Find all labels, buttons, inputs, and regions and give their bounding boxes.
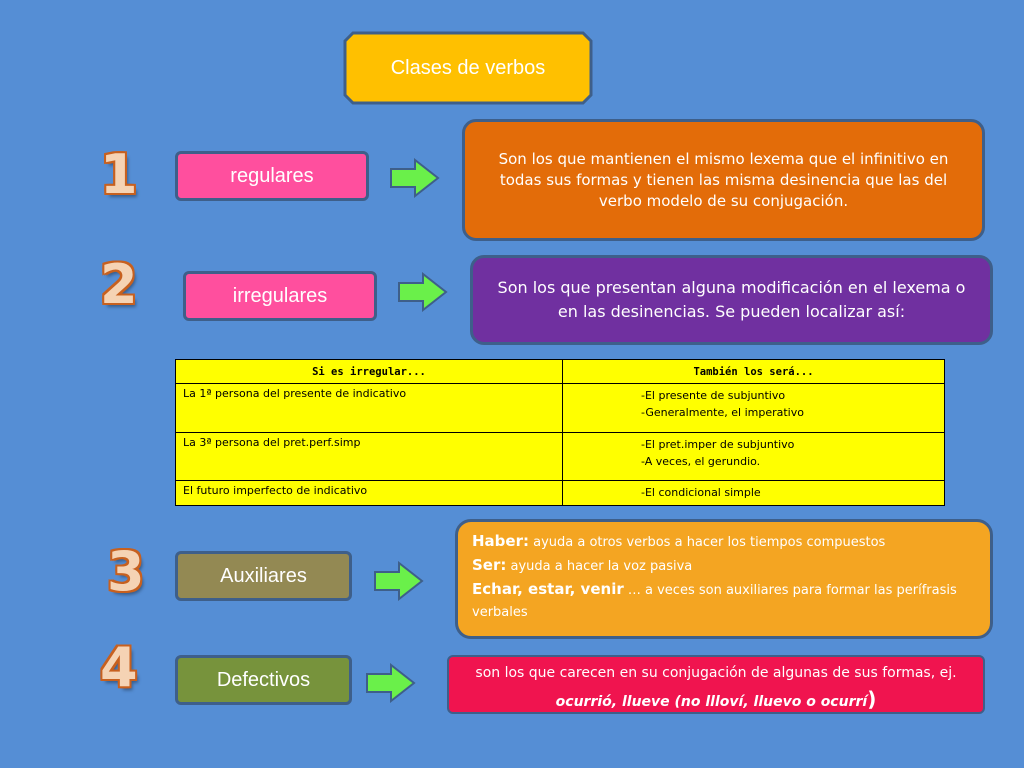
aux-key: Echar, estar, venir: [472, 580, 624, 598]
arrow-right-icon: [398, 272, 448, 312]
table-row: La 1ª persona del presente de indicativo…: [175, 383, 945, 433]
description-irregulares: Son los que presentan alguna modificació…: [470, 255, 993, 345]
aux-key: Ser:: [472, 556, 507, 574]
table-header-row: Si es irregular... También los será...: [175, 359, 945, 384]
aux-text: … a veces son auxiliares para formar las…: [472, 583, 957, 620]
description-text: Son los que presentan alguna modificació…: [497, 278, 966, 321]
description-emphasis: ocurrió, llueve (no llloví, lluevo o ocu…: [555, 694, 868, 710]
table-cell: La 1ª persona del presente de indicativo: [175, 383, 563, 433]
aux-item: Echar, estar, venir … a veces son auxili…: [472, 578, 976, 624]
cell-line: -Generalmente, el imperativo: [641, 406, 804, 419]
table-row: La 3ª persona del pret.perf.simp -El pre…: [175, 432, 945, 481]
cell-line: -A veces, el gerundio.: [641, 455, 761, 468]
category-label: Defectivos: [216, 668, 311, 691]
table-header: También los será...: [562, 359, 945, 384]
cell-line: -El pret.imper de subjuntivo: [641, 438, 795, 451]
table-row: El futuro imperfecto de indicativo -El c…: [175, 480, 945, 506]
table-cell: -El presente de subjuntivo -Generalmente…: [562, 383, 945, 433]
arrow-right-icon: [366, 663, 416, 703]
category-label: Auxiliares: [220, 564, 307, 587]
table-cell: -El pret.imper de subjuntivo -A veces, e…: [562, 432, 945, 481]
category-irregulares[interactable]: irregulares: [183, 271, 377, 321]
arrow-right-icon: [390, 158, 440, 198]
cell-line: -El condicional simple: [641, 486, 761, 499]
aux-text: ayuda a otros verbos a hacer los tiempos…: [533, 535, 886, 550]
arrow-right-icon: [374, 561, 424, 601]
title-shape: [343, 31, 593, 105]
cell-line: -El presente de subjuntivo: [641, 389, 786, 402]
page-title: Clases de verbos: [390, 56, 546, 79]
table-cell: La 3ª persona del pret.perf.simp: [175, 432, 563, 481]
irregular-forms-table: Si es irregular... También los será... L…: [175, 359, 945, 506]
description-regulares: Son los que mantienen el mismo lexema qu…: [462, 119, 985, 241]
table-cell: -El condicional simple: [562, 480, 945, 506]
table-cell: El futuro imperfecto de indicativo: [175, 480, 563, 506]
section-number-4: 4: [100, 636, 138, 699]
aux-text: ayuda a hacer la voz pasiva: [510, 559, 693, 574]
category-label: irregulares: [232, 284, 328, 307]
description-defectivos: son los que carecen en su conjugación de…: [447, 655, 985, 714]
category-label: regulares: [230, 164, 314, 187]
description-text: Son los que mantienen el mismo lexema qu…: [498, 149, 949, 210]
aux-item: Ser: ayuda a hacer la voz pasiva: [472, 554, 976, 578]
category-defectivos[interactable]: Defectivos: [175, 655, 352, 705]
description-text: son los que carecen en su conjugación de…: [475, 665, 957, 681]
title-box: Clases de verbos: [343, 31, 593, 105]
section-number-3: 3: [107, 540, 145, 603]
section-number-2: 2: [100, 253, 138, 316]
table-header: Si es irregular...: [175, 359, 563, 384]
category-auxiliares[interactable]: Auxiliares: [175, 551, 352, 601]
category-regulares[interactable]: regulares: [175, 151, 369, 201]
aux-key: Haber:: [472, 532, 529, 550]
aux-item: Haber: ayuda a otros verbos a hacer los …: [472, 530, 976, 554]
description-auxiliares: Haber: ayuda a otros verbos a hacer los …: [455, 519, 993, 639]
description-end: ): [867, 687, 877, 711]
section-number-1: 1: [100, 143, 138, 206]
